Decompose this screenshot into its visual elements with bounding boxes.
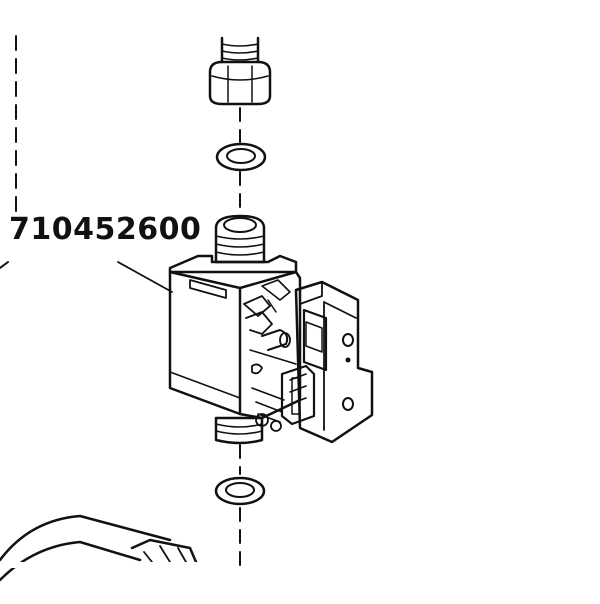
part-number-leader <box>117 261 173 293</box>
upper-washer <box>215 142 267 172</box>
valve-top-inlet <box>214 214 266 264</box>
left-assembly-axis <box>0 35 17 269</box>
part-number-label: 710452600 <box>9 212 202 247</box>
lower-washer <box>214 476 266 506</box>
top-pipe-connector <box>208 36 272 106</box>
bottom-bent-pipe <box>0 514 199 582</box>
valve-bottom-outlet <box>214 416 264 445</box>
gas-valve-body <box>168 254 374 444</box>
